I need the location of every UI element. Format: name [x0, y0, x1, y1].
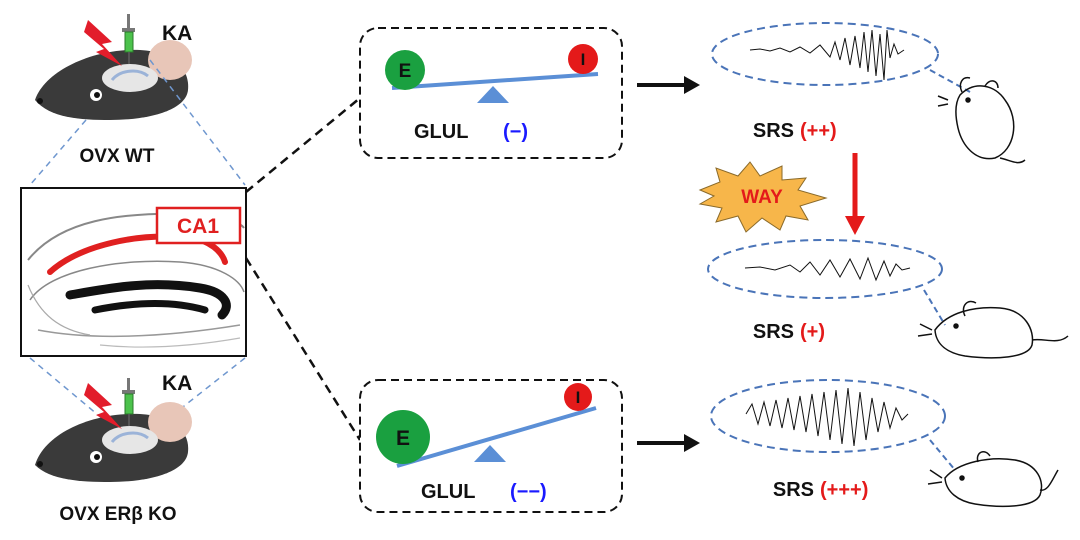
bottom-inhibitory-node	[564, 383, 592, 411]
top-inhibitory-node	[568, 44, 598, 74]
bottom-gene-change: (−−)	[510, 481, 547, 503]
bottom-eeg-bubble	[710, 379, 946, 453]
bottom-inhibitory-label: I	[576, 388, 581, 407]
top-balance-beam	[391, 72, 599, 90]
bottom-balance-box	[359, 379, 623, 513]
bottom-srs-severity: (+++)	[820, 479, 868, 501]
top-zoom-line-right	[149, 59, 246, 186]
bottom-mouse-illustration	[35, 402, 192, 482]
top-srs-severity: (++)	[800, 120, 837, 142]
bottom-eeg-trace	[745, 387, 909, 447]
middle-eeg-bubble	[707, 239, 943, 299]
middle-eeg-trace	[744, 256, 911, 282]
bottom-srs-label: SRS	[773, 479, 814, 501]
connector-to-top-balance	[245, 97, 361, 193]
treatment-effect-arrow	[845, 153, 865, 235]
ca1-label: CA1	[177, 215, 219, 238]
bottom-syringe-icon	[122, 378, 135, 426]
bottom-lightning-icon	[84, 383, 122, 429]
middle-srs-label: SRS	[753, 321, 794, 343]
top-excitatory-label: E	[399, 61, 412, 82]
bottom-mouse-sketch	[927, 451, 1059, 508]
top-excitatory-node	[385, 50, 425, 90]
top-syringe-icon	[122, 14, 135, 64]
bottom-gene-label: GLUL	[421, 481, 475, 503]
top-zoom-line-left	[29, 119, 87, 186]
bottom-outcome-arrow	[637, 434, 700, 452]
bottom-balance-fulcrum	[474, 445, 506, 462]
top-group-label: OVX WT	[80, 146, 155, 167]
top-mouse-illustration	[35, 40, 192, 120]
middle-srs-severity: (+)	[800, 321, 825, 343]
bottom-balance-beam	[396, 406, 597, 468]
bottom-group-label: OVX ERβ KO	[59, 504, 176, 525]
ca1-label-box	[155, 206, 242, 245]
top-lightning-icon	[84, 20, 122, 66]
top-mouse-sketch	[937, 76, 1026, 164]
connector-to-bottom-balance	[244, 257, 362, 441]
top-srs-label: SRS	[753, 120, 794, 142]
bottom-excitatory-label: E	[396, 427, 410, 450]
top-inhibitory-label: I	[581, 50, 586, 69]
bottom-ka-label: KA	[162, 372, 192, 395]
top-outcome-arrow	[637, 76, 700, 94]
bottom-excitatory-node	[376, 410, 430, 464]
middle-eeg-leader	[923, 289, 946, 326]
bottom-eeg-leader	[929, 439, 956, 471]
top-eeg-bubble	[711, 22, 939, 86]
top-balance-fulcrum	[477, 86, 509, 103]
middle-mouse-sketch	[917, 300, 1069, 359]
way-burst-badge	[698, 161, 828, 233]
way-label: WAY	[741, 187, 783, 208]
top-gene-change: (−)	[503, 121, 528, 143]
top-eeg-leader	[929, 69, 971, 93]
top-ka-label: KA	[162, 22, 192, 45]
top-gene-label: GLUL	[414, 121, 468, 143]
top-eeg-trace	[749, 29, 905, 81]
